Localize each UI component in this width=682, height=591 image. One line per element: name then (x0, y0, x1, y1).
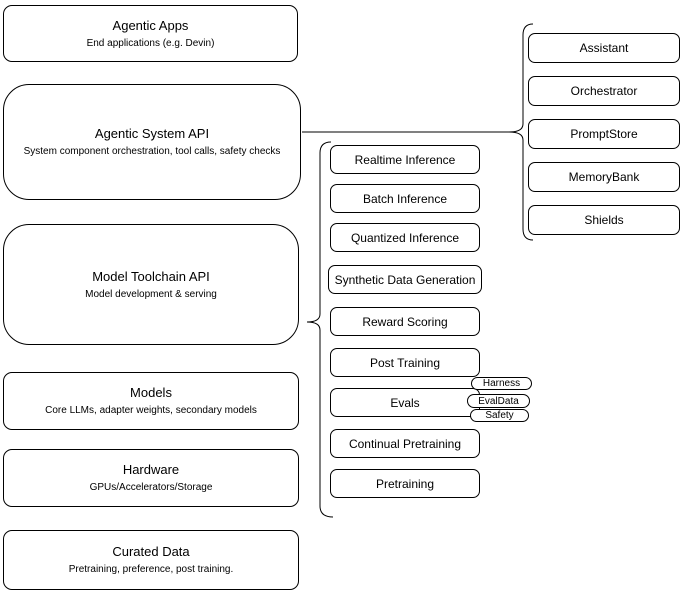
node-hardware: Hardware GPUs/Accelerators/Storage (3, 449, 299, 507)
node-shields: Shields (528, 205, 680, 235)
node-title: Model Toolchain API (92, 268, 210, 284)
node-continual-pretraining: Continual Pretraining (330, 429, 480, 458)
node-post-training: Post Training (330, 348, 480, 377)
node-synthetic-data-generation: Synthetic Data Generation (328, 265, 482, 294)
tag-evaldata: EvalData (467, 394, 530, 408)
node-realtime-inference: Realtime Inference (330, 145, 480, 174)
node-batch-inference: Batch Inference (330, 184, 480, 213)
node-memorybank: MemoryBank (528, 162, 680, 192)
node-agentic-system-api: Agentic System API System component orch… (3, 84, 301, 200)
node-title: Hardware (122, 462, 180, 477)
node-assistant: Assistant (528, 33, 680, 63)
node-agentic-apps: Agentic Apps End applications (e.g. Devi… (3, 5, 298, 62)
node-title: Curated Data (112, 544, 190, 559)
node-quantized-inference: Quantized Inference (330, 223, 480, 252)
node-pretraining: Pretraining (330, 469, 480, 498)
node-promptstore: PromptStore (528, 119, 680, 149)
tag-safety: Safety (470, 409, 529, 422)
node-title: Models (130, 385, 172, 400)
node-subtitle: End applications (e.g. Devin) (86, 37, 215, 49)
tag-harness: Harness (471, 377, 532, 390)
node-subtitle: GPUs/Accelerators/Storage (89, 482, 213, 493)
node-orchestrator: Orchestrator (528, 76, 680, 106)
node-subtitle: System component orchestration, tool cal… (23, 146, 281, 157)
node-models: Models Core LLMs, adapter weights, secon… (3, 372, 299, 430)
node-subtitle: Core LLMs, adapter weights, secondary mo… (45, 405, 257, 416)
node-title: Agentic System API (94, 126, 210, 141)
node-reward-scoring: Reward Scoring (330, 307, 480, 336)
node-model-toolchain-api: Model Toolchain API Model development & … (3, 224, 299, 345)
node-title: Agentic Apps (112, 17, 189, 33)
node-subtitle: Model development & serving (85, 288, 217, 300)
node-subtitle: Pretraining, preference, post training. (68, 564, 234, 575)
node-curated-data: Curated Data Pretraining, preference, po… (3, 530, 299, 590)
node-evals: Evals (330, 388, 480, 417)
